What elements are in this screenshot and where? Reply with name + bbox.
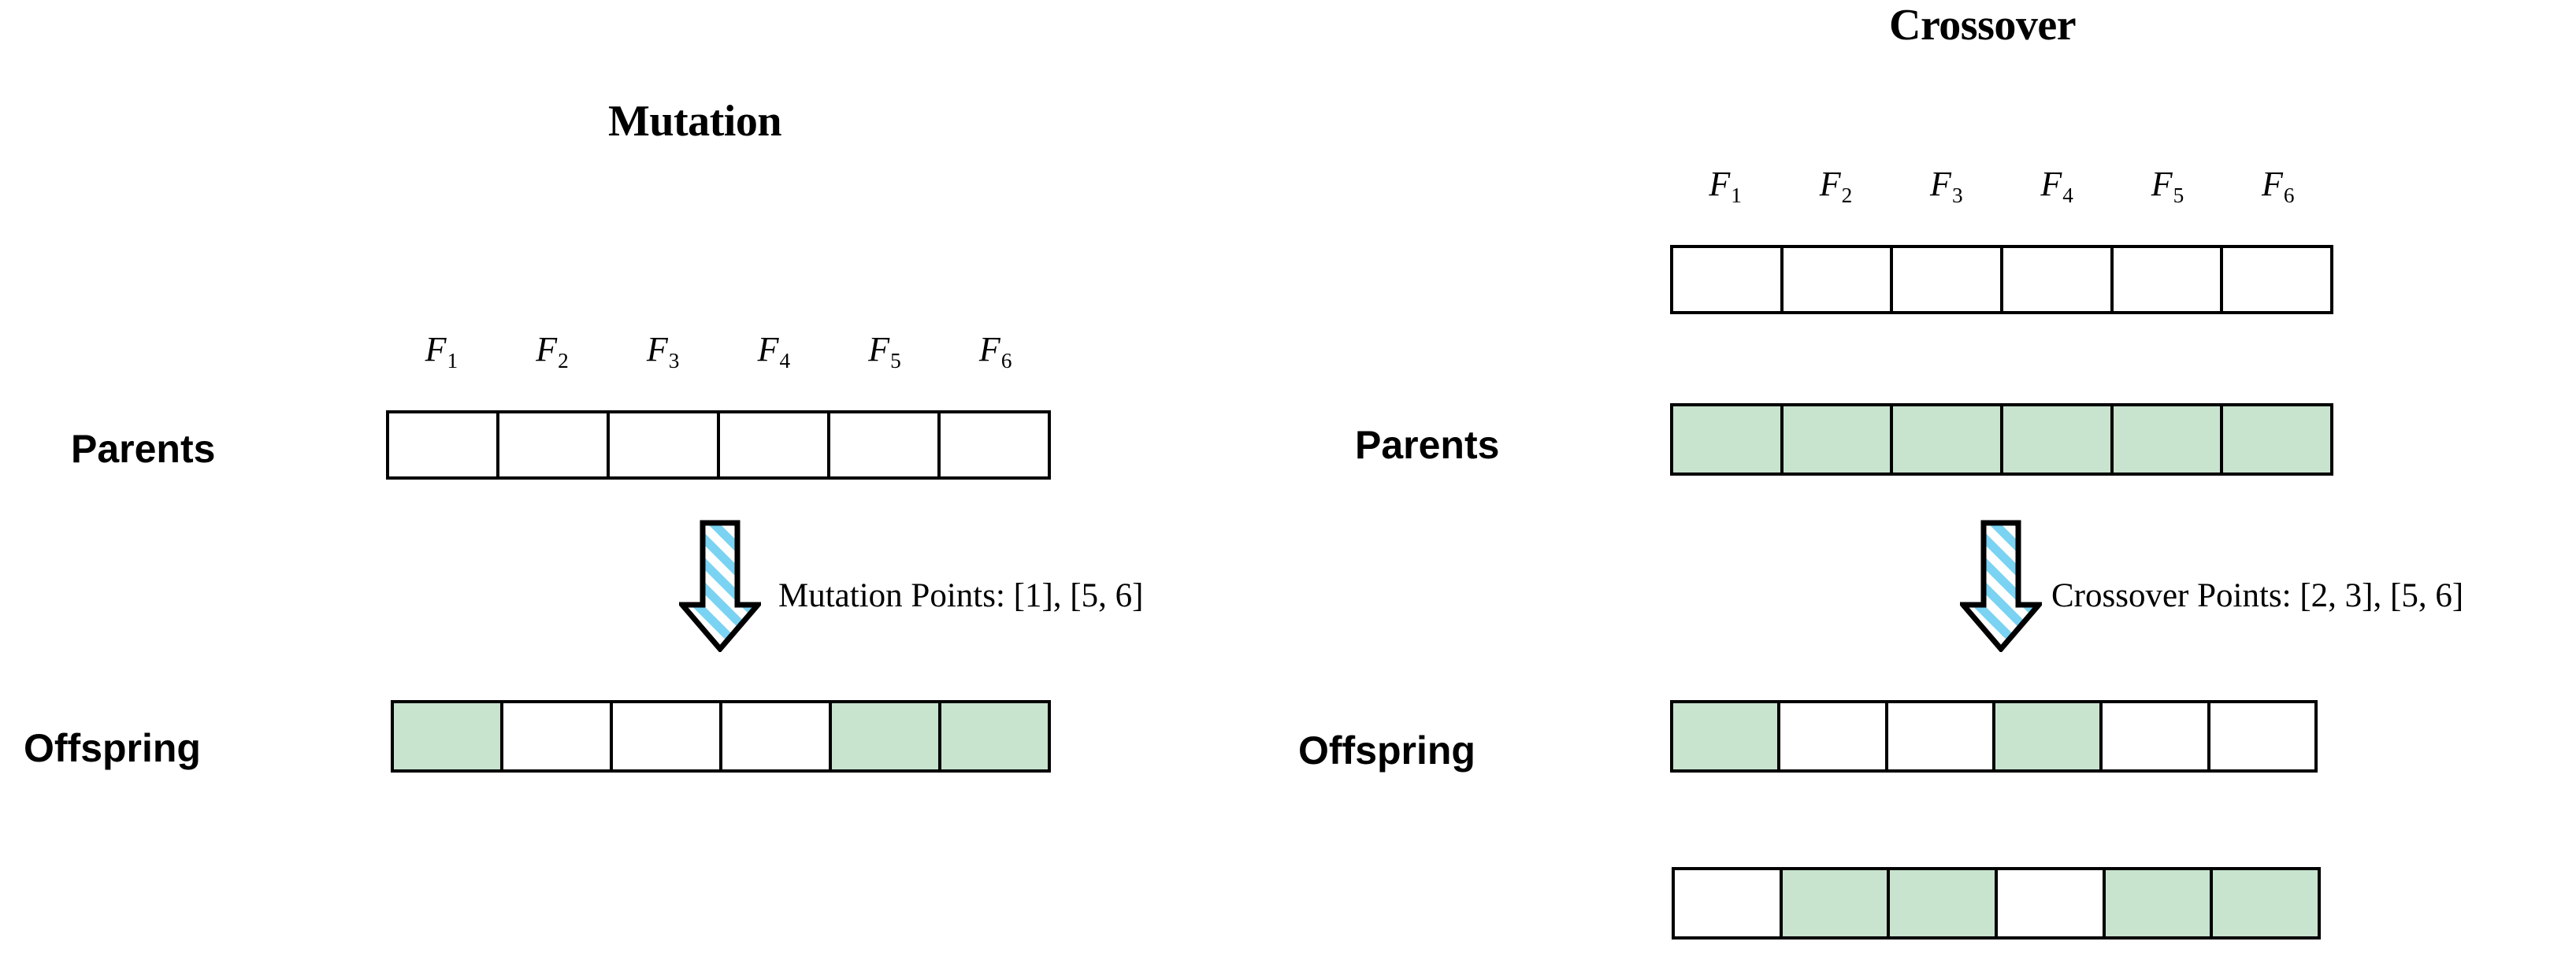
chromosome-cell[interactable]: [1998, 870, 2106, 936]
crossover-offspring-row-2: [1672, 867, 2321, 939]
chromosome-cell[interactable]: [720, 413, 830, 476]
chromosome-cell[interactable]: [2213, 870, 2318, 936]
mutation-parent-row-1: [386, 410, 1051, 480]
chromosome-cell[interactable]: [830, 413, 941, 476]
chromosome-cell[interactable]: [503, 703, 613, 769]
feature-label-f4: F4: [2040, 165, 2073, 207]
mutation-title: Mutation: [608, 97, 782, 146]
crossover-parent-row-1: [1670, 245, 2333, 314]
feature-label-f3: F3: [1930, 165, 1963, 207]
chromosome-cell[interactable]: [2003, 248, 2114, 311]
mutation-down-arrow-icon: [679, 520, 761, 652]
feature-label-f2: F2: [536, 330, 569, 372]
chromosome-cell[interactable]: [1673, 248, 1784, 311]
chromosome-cell[interactable]: [1675, 870, 1783, 936]
feature-label-f4: F4: [757, 330, 791, 372]
chromosome-cell[interactable]: [2003, 406, 2114, 473]
crossover-offspring-label: Offspring: [1298, 728, 1475, 773]
chromosome-cell[interactable]: [1783, 248, 1894, 311]
chromosome-cell[interactable]: [2223, 248, 2331, 311]
chromosome-cell[interactable]: [1783, 406, 1894, 473]
chromosome-cell[interactable]: [941, 703, 1048, 769]
chromosome-cell[interactable]: [2113, 248, 2224, 311]
mutation-offspring-label: Offspring: [24, 726, 201, 770]
feature-label-f6: F6: [2262, 165, 2295, 207]
feature-label-f1: F1: [425, 330, 458, 372]
feature-label-f6: F6: [978, 330, 1012, 372]
crossover-offspring-row-1: [1670, 700, 2318, 773]
crossover-feature-header-row: F1 F2 F3 F4 F5 F6: [1670, 159, 2333, 206]
chromosome-cell[interactable]: [1893, 248, 2004, 311]
chromosome-cell[interactable]: [1995, 703, 2103, 769]
feature-label-f5: F5: [868, 330, 901, 372]
chromosome-cell[interactable]: [1782, 870, 1891, 936]
crossover-down-arrow-icon: [1960, 520, 2042, 652]
crossover-title: Crossover: [1889, 1, 2077, 50]
chromosome-cell[interactable]: [941, 413, 1048, 476]
chromosome-cell[interactable]: [722, 703, 832, 769]
chromosome-cell[interactable]: [499, 413, 610, 476]
crossover-points-text: Crossover Points: [2, 3], [5, 6]: [2051, 577, 2464, 614]
chromosome-cell[interactable]: [1673, 703, 1781, 769]
mutation-feature-header-row: F1 F2 F3 F4 F5 F6: [386, 324, 1051, 372]
chromosome-cell[interactable]: [389, 413, 499, 476]
feature-label-f5: F5: [2151, 165, 2184, 207]
chromosome-cell[interactable]: [832, 703, 941, 769]
chromosome-cell[interactable]: [1893, 406, 2004, 473]
chromosome-cell[interactable]: [2103, 703, 2210, 769]
feature-label-f1: F1: [1709, 165, 1742, 207]
chromosome-cell[interactable]: [610, 413, 720, 476]
crossover-parent-row-2: [1670, 403, 2333, 476]
chromosome-cell[interactable]: [2223, 406, 2331, 473]
feature-label-f2: F2: [1819, 165, 1853, 207]
mutation-parents-label: Parents: [71, 427, 216, 471]
chromosome-cell[interactable]: [613, 703, 722, 769]
chromosome-cell[interactable]: [1673, 406, 1784, 473]
chromosome-cell[interactable]: [1890, 870, 1999, 936]
chromosome-cell[interactable]: [2113, 406, 2224, 473]
mutation-points-text: Mutation Points: [1], [5, 6]: [778, 577, 1144, 614]
mutation-offspring-row-1: [391, 700, 1051, 773]
crossover-parents-label: Parents: [1355, 423, 1500, 467]
chromosome-cell[interactable]: [1780, 703, 1888, 769]
chromosome-cell[interactable]: [2210, 703, 2314, 769]
chromosome-cell[interactable]: [1887, 703, 1995, 769]
chromosome-cell[interactable]: [2105, 870, 2214, 936]
chromosome-cell[interactable]: [394, 703, 503, 769]
feature-label-f3: F3: [646, 330, 680, 372]
